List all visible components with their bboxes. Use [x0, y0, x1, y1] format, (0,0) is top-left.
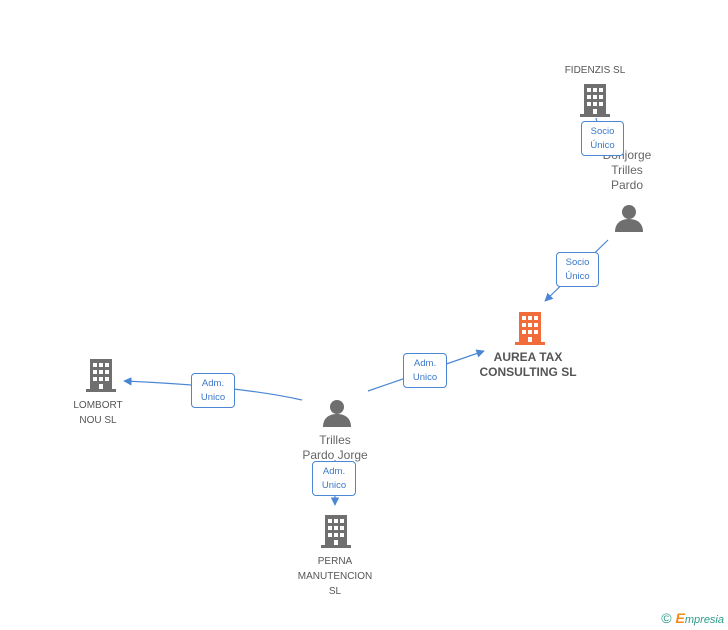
relation-label-r3[interactable]: Adm. Unico [403, 353, 447, 388]
building-icon-focus[interactable] [515, 312, 545, 345]
relation-label-r2[interactable]: Socio Único [556, 252, 599, 287]
relation-label-r5[interactable]: Adm. Unico [312, 461, 356, 496]
relation-label-r4[interactable]: Adm. Unico [191, 373, 235, 408]
node-label-lombort[interactable]: LOMBORT NOU SL [73, 400, 123, 426]
node-label-trilles[interactable]: Trilles Pardo Jorge [302, 433, 368, 462]
person-icon[interactable] [323, 400, 351, 427]
node-label-donjorge[interactable]: Donjorge Trilles Pardo [602, 148, 652, 192]
node-label-aurea[interactable]: AUREA TAX CONSULTING SL [479, 350, 577, 379]
brand-logo-text: mpresia [684, 614, 724, 626]
copyright-symbol: © [661, 610, 672, 626]
brand-footer: ©Empresia [661, 610, 724, 626]
node-label-fidenzis[interactable]: FIDENZIS SL [564, 65, 626, 76]
node-label-perna[interactable]: PERNA MANUTENCION SL [297, 556, 373, 597]
brand-logo-initial: E [675, 610, 685, 626]
building-icon[interactable] [580, 84, 610, 117]
building-icon[interactable] [321, 515, 351, 548]
building-icon[interactable] [86, 359, 116, 392]
person-icon[interactable] [615, 205, 643, 232]
relation-label-r1[interactable]: Socio Único [581, 121, 624, 156]
